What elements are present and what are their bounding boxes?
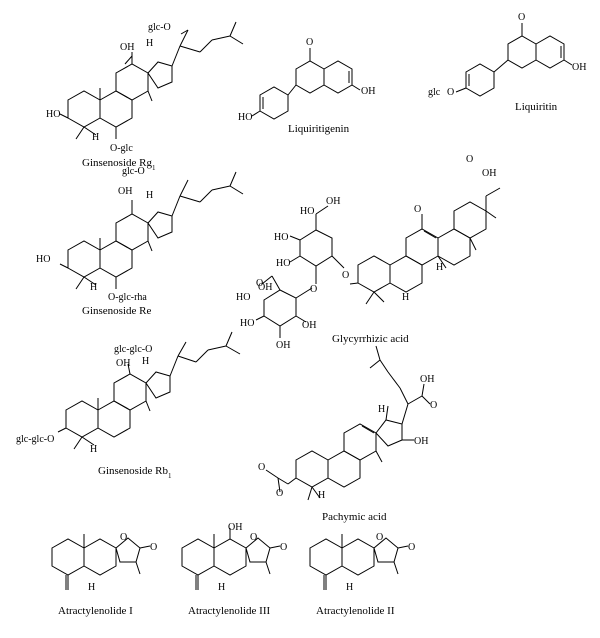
at3-o2-label: O bbox=[280, 542, 287, 553]
liquiritin-structure bbox=[455, 23, 573, 97]
pac-oh2-label: OH bbox=[414, 436, 428, 447]
at3-oh-label: OH bbox=[228, 522, 242, 533]
gly-ho4-label: HO bbox=[236, 292, 250, 303]
liq-oh-label: OH bbox=[361, 86, 375, 97]
pachymic-acid-structure bbox=[265, 345, 431, 501]
rg1-oh-label: OH bbox=[120, 42, 134, 53]
gly-ho3-label: HO bbox=[276, 258, 290, 269]
gly-ho5-label: HO bbox=[240, 318, 254, 329]
re-h2-label: H bbox=[90, 282, 97, 293]
atractylenolide-i-caption: Atractylenolide I bbox=[58, 605, 133, 617]
gly-h1-label: H bbox=[402, 292, 409, 303]
rg1-h2-label: H bbox=[92, 132, 99, 143]
ginsenoside-rg1-caption: Ginsenoside Rg1 bbox=[82, 157, 156, 172]
rb1-glcglco-top-label: glc-glc-O bbox=[114, 344, 152, 355]
ginsenoside-re-caption: Ginsenoside Re bbox=[82, 305, 151, 317]
at1-o2-label: O bbox=[150, 542, 157, 553]
ginsenoside-re-structure bbox=[59, 171, 244, 290]
gly-oh3-label: OH bbox=[258, 282, 272, 293]
gly-o5-label: O bbox=[414, 204, 421, 215]
rb1-h-label: H bbox=[142, 356, 149, 367]
glycyrrhizic-acid-structure bbox=[255, 187, 501, 338]
re-h-label: H bbox=[146, 190, 153, 201]
gly-ho1-label: HO bbox=[300, 206, 314, 217]
liq-o-label: O bbox=[306, 37, 313, 48]
gly-oh5-label: OH bbox=[276, 340, 290, 351]
atractylenolide-ii-caption: Atractylenolide II bbox=[316, 605, 395, 617]
atractylenolide-i-structure bbox=[51, 534, 151, 590]
at2-h-label: H bbox=[346, 582, 353, 593]
at3-h-label: H bbox=[218, 582, 225, 593]
gly-oh-label: OH bbox=[482, 168, 496, 179]
pac-h-label: H bbox=[378, 404, 385, 415]
re-ho-label: HO bbox=[36, 254, 50, 265]
pac-oh-label: OH bbox=[420, 374, 434, 385]
gly-o3-label: O bbox=[342, 270, 349, 281]
atractylenolide-iii-caption: Atractylenolide III bbox=[188, 605, 270, 617]
atractylenolide-iii-structure bbox=[181, 528, 281, 590]
at2-o1-label: O bbox=[376, 532, 383, 543]
at1-h-label: H bbox=[88, 582, 95, 593]
gly-h2-label: H bbox=[436, 262, 443, 273]
pac-o-label: O bbox=[430, 400, 437, 411]
rg1-glco-label: glc-O bbox=[148, 22, 171, 33]
re-oglcrha-label: O-glc-rha bbox=[108, 292, 147, 303]
liquiritigenin-caption: Liquiritigenin bbox=[288, 123, 350, 135]
liqt-glc-label: glc bbox=[428, 87, 441, 98]
at3-o1-label: O bbox=[250, 532, 257, 543]
liqt-o2-label: O bbox=[447, 87, 454, 98]
liqt-o-label: O bbox=[518, 12, 525, 23]
rg1-ho-label: HO bbox=[46, 109, 60, 120]
atractylenolide-ii-structure bbox=[309, 534, 409, 590]
liquiritigenin-structure bbox=[251, 48, 361, 120]
ginsenoside-rb1-caption: Ginsenoside Rb1 bbox=[98, 465, 172, 480]
liquiritin-caption: Liquiritin bbox=[515, 101, 558, 113]
re-glco-label: glc-O bbox=[122, 166, 145, 177]
gly-oh2-label: OH bbox=[326, 196, 340, 207]
pac-o3-label: O bbox=[276, 488, 283, 499]
ginsenoside-rg1-structure bbox=[59, 21, 244, 140]
rg1-h-label: H bbox=[146, 38, 153, 49]
rg1-oglc-label: O-glc bbox=[110, 143, 133, 154]
liqt-oh-label: OH bbox=[572, 62, 586, 73]
pac-o2-label: O bbox=[258, 462, 265, 473]
gly-o2-label: O bbox=[256, 278, 263, 289]
at2-o2-label: O bbox=[408, 542, 415, 553]
re-oh-label: OH bbox=[118, 186, 132, 197]
gly-ho2-label: HO bbox=[274, 232, 288, 243]
gly-o4-label: O bbox=[310, 284, 317, 295]
pachymic-acid-caption: Pachymic acid bbox=[322, 511, 387, 523]
rb1-h2-label: H bbox=[90, 444, 97, 455]
at1-o1-label: O bbox=[120, 532, 127, 543]
liq-ho-label: HO bbox=[238, 112, 252, 123]
glycyrrhizic-acid-caption: Glycyrrhizic acid bbox=[332, 333, 409, 345]
pac-h2-label: H bbox=[318, 490, 325, 501]
gly-oh4-label: OH bbox=[302, 320, 316, 331]
ginsenoside-rb1-structure bbox=[57, 331, 241, 450]
rb1-oh-label: OH bbox=[116, 358, 130, 369]
rb1-glcglco-bottom-label: glc-glc-O bbox=[16, 434, 54, 445]
gly-o-label: O bbox=[466, 154, 473, 165]
